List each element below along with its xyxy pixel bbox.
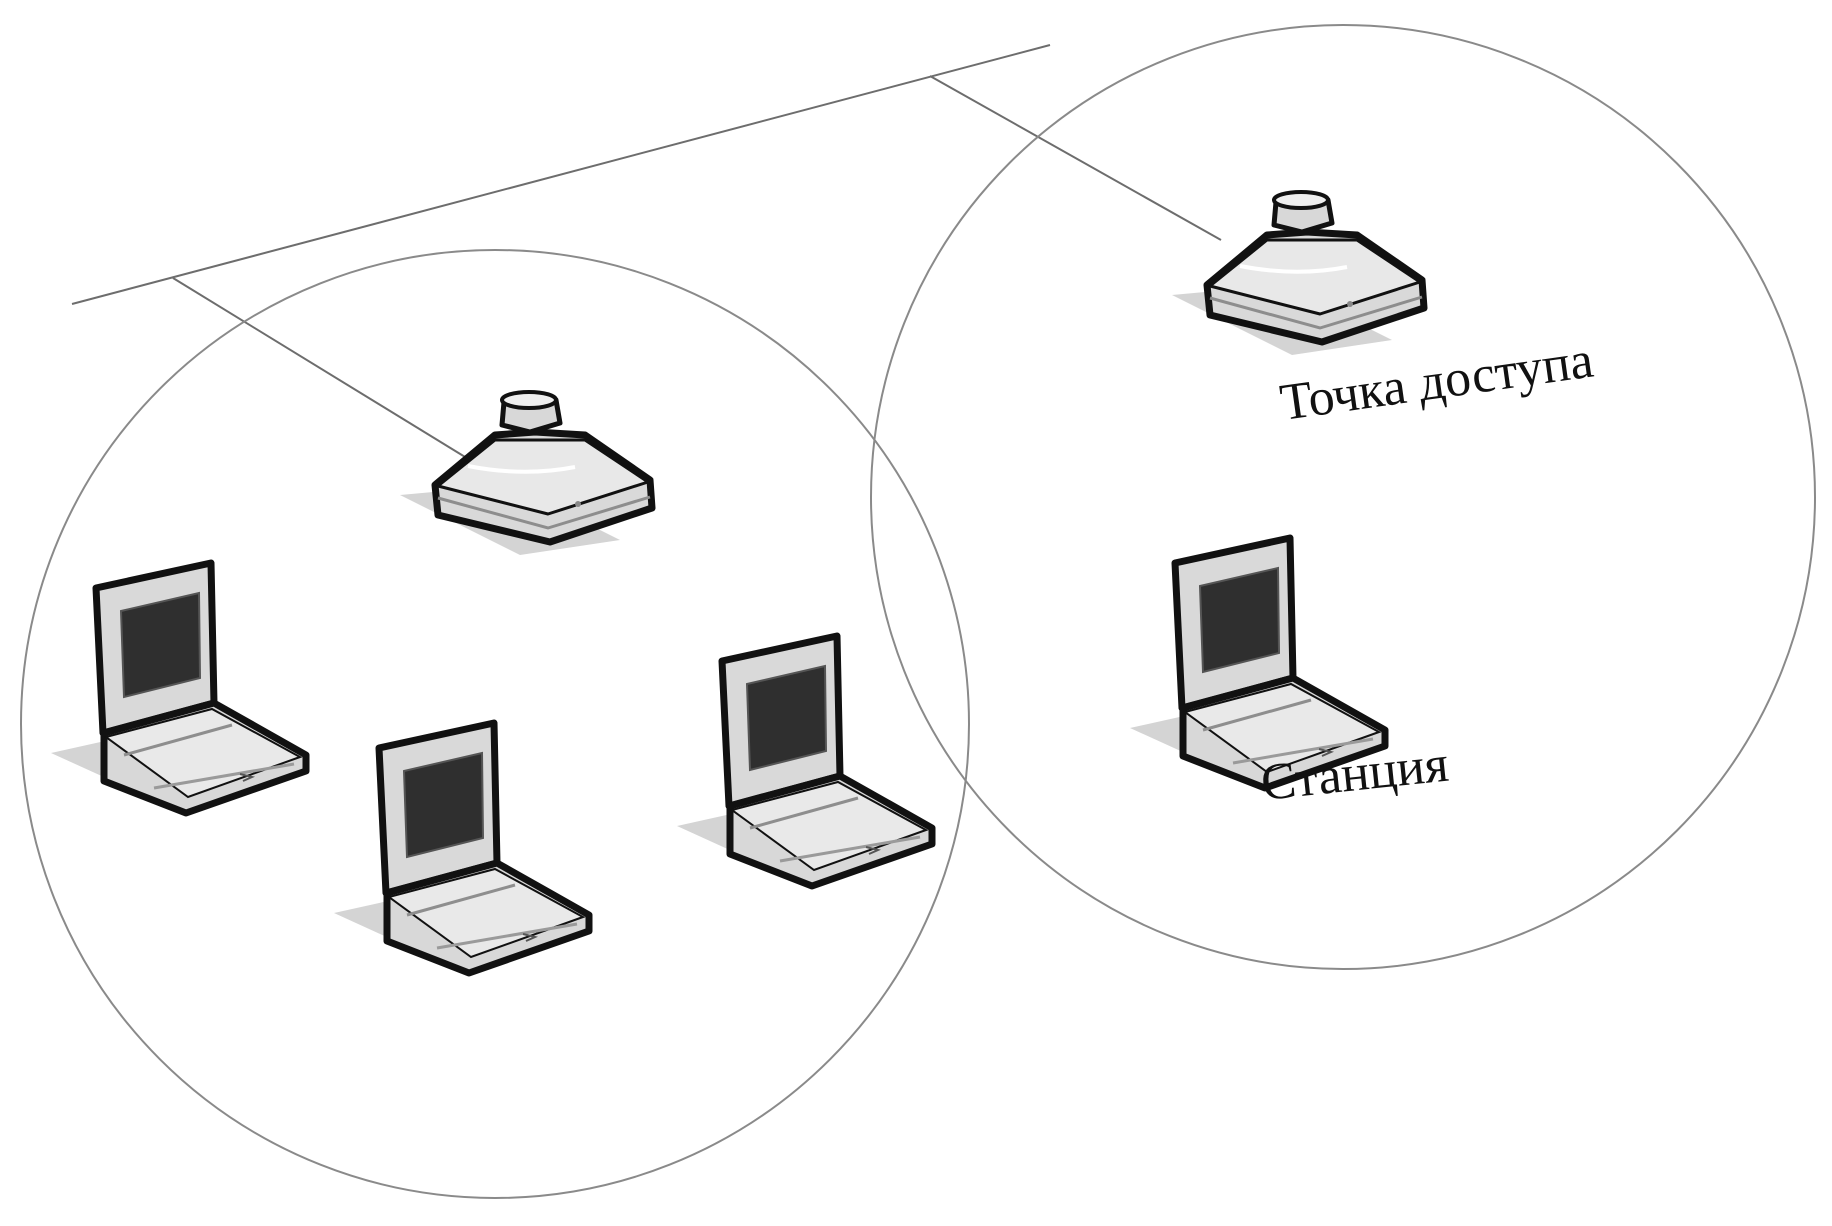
- right-access-point-icon: [1172, 192, 1424, 355]
- backbone-wire: [71, 44, 1051, 305]
- left-access-point-wire: [172, 277, 471, 461]
- laptop-icon-left: [51, 563, 306, 813]
- right-access-point-wire: [929, 75, 1222, 241]
- laptop-icon-center-right: [677, 636, 932, 886]
- left-access-point-icon: [400, 392, 652, 555]
- left-coverage-area: [20, 249, 970, 1199]
- laptop-icon-bottom: [334, 723, 589, 973]
- right-coverage-area: [870, 24, 1816, 970]
